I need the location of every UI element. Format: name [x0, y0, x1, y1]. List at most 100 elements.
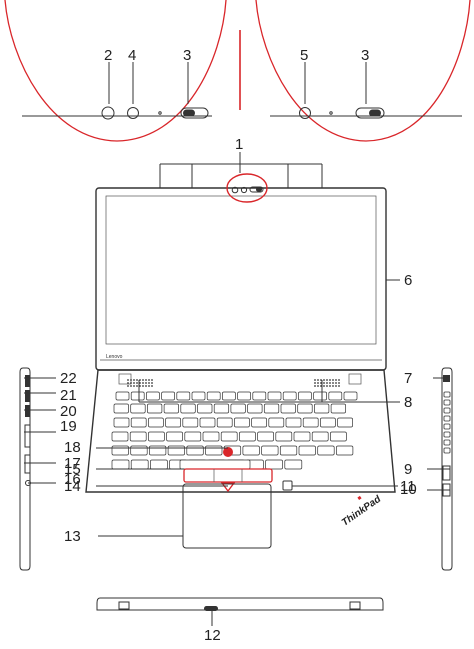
keyboard-key [199, 417, 216, 428]
keyboard-key [130, 459, 149, 470]
keyboard-key [113, 417, 130, 428]
port-20 [25, 405, 30, 417]
keyboard-key [166, 431, 183, 442]
keyboard-key [297, 403, 313, 414]
keyboard-key [343, 391, 358, 401]
callout-13: 13 [64, 528, 81, 545]
keyboard-key [285, 417, 302, 428]
callout-16: 16 [64, 471, 81, 488]
keyboard-key [330, 431, 347, 442]
callout-10: 10 [400, 481, 417, 498]
keyboard-key [267, 391, 282, 401]
keyboard-key [165, 417, 181, 428]
fingerprint-reader [282, 480, 293, 491]
keyboard-key [257, 431, 274, 442]
keyboard-key [298, 391, 312, 401]
keyboard-key [337, 417, 353, 428]
vent-slot [443, 431, 451, 438]
keyboard-key [302, 417, 319, 428]
keyboard-key [237, 391, 251, 401]
keyboard-key [111, 459, 130, 470]
keyboard-key [216, 417, 233, 428]
laptop-base [85, 369, 396, 549]
trackpad [182, 483, 272, 549]
keyboard-key [213, 403, 230, 414]
keyboard-key [220, 431, 238, 442]
port-22 [25, 375, 30, 387]
keyboard-key [130, 417, 147, 428]
keyboard-key [282, 391, 297, 401]
callout-12: 12 [204, 627, 221, 644]
thinkpad-logo-dot [357, 495, 362, 501]
keyboard-key [186, 445, 204, 456]
keyboard-key [115, 391, 130, 401]
callout-14: 14 [64, 478, 81, 495]
keyboard-key [130, 445, 148, 456]
vent-slot [443, 415, 451, 422]
space-bar [179, 459, 251, 470]
callout-15: 15 [64, 461, 81, 478]
keyboard-key [234, 417, 250, 428]
keyboard-key [280, 403, 296, 414]
keyboard-key [130, 391, 145, 401]
keyboard-key [161, 391, 175, 401]
keyboard-key [129, 431, 147, 442]
callout-19: 19 [60, 418, 77, 435]
keyboard-key [182, 417, 199, 428]
callout-3-left: 3 [183, 47, 191, 64]
keyboard-key [202, 431, 220, 442]
keyboard-key [111, 431, 129, 442]
callout-1-bracket [159, 152, 323, 188]
vent-slot [443, 391, 451, 398]
callout-22: 22 [60, 370, 77, 387]
left-side-view [19, 367, 31, 571]
keyboard-key [293, 431, 311, 442]
keyboard-key [313, 391, 327, 401]
callout-11: 11 [400, 478, 416, 495]
callout-8: 8 [404, 394, 412, 411]
vent-slot [443, 407, 451, 414]
keyboard-key [222, 391, 236, 401]
callout-numbers: 2 4 3 5 3 1 6 7 8 9 10 11 12 13 14 15 16… [60, 47, 417, 644]
callout-21: 21 [60, 387, 77, 404]
speaker-grille-left [127, 379, 153, 387]
keyboard-key [275, 431, 293, 442]
front-view [96, 597, 384, 611]
keyboard-key [176, 391, 191, 401]
keyboard-key [311, 431, 329, 442]
keyboard-key [184, 431, 202, 442]
vent-slot [443, 423, 451, 430]
keyboard-key [298, 445, 316, 456]
keyboard-key [268, 417, 285, 428]
keyboard-key [147, 403, 163, 414]
callout-4: 4 [128, 47, 136, 64]
keyboard-key [180, 403, 196, 414]
keyboard-key [320, 417, 336, 428]
callout-5: 5 [300, 47, 308, 64]
keyboard-key [206, 391, 221, 401]
keyboard-key [279, 445, 298, 456]
vent-slot [443, 439, 451, 446]
keyboard-key [167, 445, 185, 456]
callout-6: 6 [404, 272, 412, 289]
keyboard-key [336, 445, 354, 456]
trackpoint-pointing-stick [223, 447, 233, 457]
port-21 [25, 390, 30, 402]
keyboard-key [261, 445, 279, 456]
keyboard-key [113, 403, 129, 414]
laptop-lid [95, 173, 387, 371]
camera-detail-right [255, 0, 471, 142]
vent-slot [443, 447, 451, 454]
keyboard-key [163, 403, 179, 414]
vent-slot [443, 399, 451, 406]
callout-20: 20 [60, 403, 77, 420]
callout-18: 18 [64, 439, 81, 456]
keyboard-key [242, 445, 260, 456]
keyboard-key [111, 445, 129, 456]
keyboard-key [247, 403, 263, 414]
port-17 [24, 454, 31, 474]
leader-lines [24, 279, 450, 626]
keyboard-key [130, 403, 146, 414]
keyboard-key [317, 445, 335, 456]
